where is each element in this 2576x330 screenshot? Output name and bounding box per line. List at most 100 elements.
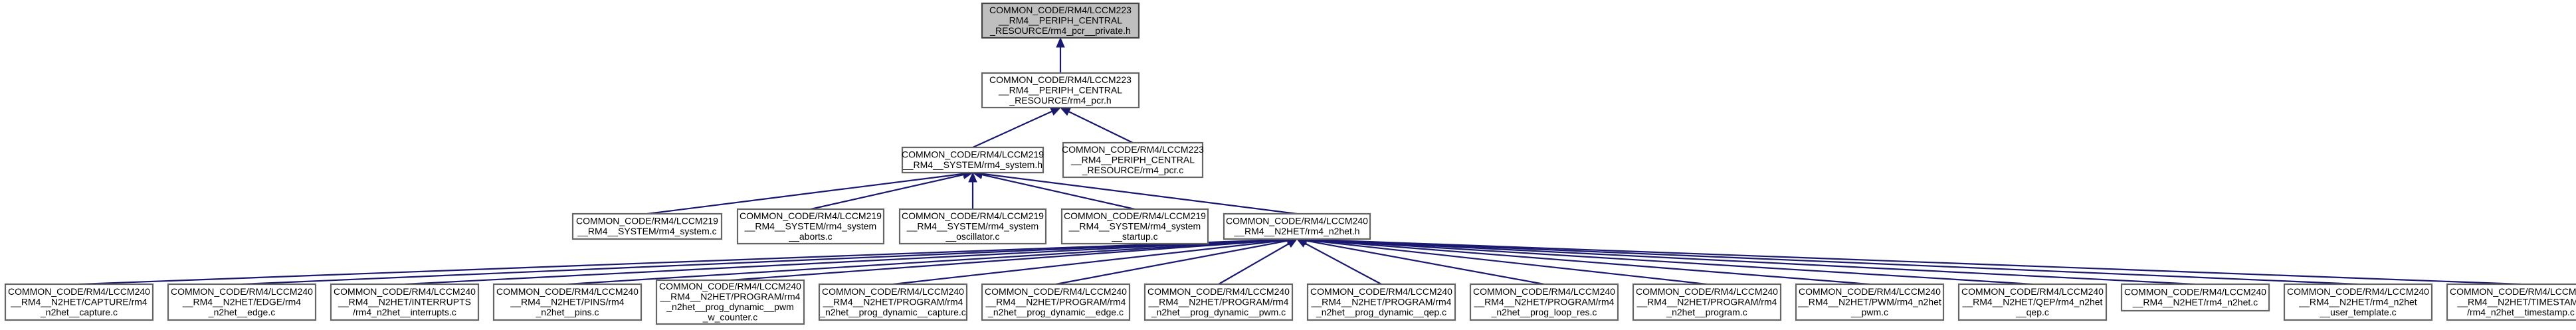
node-label-line: __RM4__N2HET/PROGRAM/rm4 <box>1474 296 1615 307</box>
file-node[interactable]: COMMON_CODE/RM4/LCCM240__RM4__N2HET/PWM/… <box>1795 283 1945 321</box>
node-label-line: __RM4__SYSTEM/rm4_system.c <box>577 226 716 236</box>
edge-line <box>1306 238 2033 286</box>
file-node[interactable]: COMMON_CODE/RM4/LCCM219__RM4__SYSTEM/rm4… <box>736 208 885 245</box>
node-label-line: _w_counter.c <box>702 312 758 323</box>
file-node[interactable]: COMMON_CODE/RM4/LCCM240__RM4__N2HET/PROG… <box>981 283 1131 321</box>
arrow-head-icon <box>1059 107 1071 116</box>
node-label-line: COMMON_CODE/RM4/LCCM240 <box>1226 216 1368 226</box>
file-node[interactable]: COMMON_CODE/RM4/LCCM240__RM4__N2HET/TIME… <box>2446 283 2576 321</box>
file-node[interactable]: COMMON_CODE/RM4/LCCM240__RM4__N2HET/PROG… <box>1469 283 1619 321</box>
node-label-line: __RM4__SYSTEM/rm4_system.h <box>902 159 1042 170</box>
node-label-line: COMMON_CODE/RM4/LCCM240 <box>2287 286 2429 297</box>
edge-l14-to-n8 <box>1296 234 2359 286</box>
edge-line <box>567 238 1288 286</box>
node-box <box>981 72 1140 109</box>
edge-line <box>1306 239 1708 286</box>
file-node[interactable]: COMMON_CODE/RM4/LCCM223__RM4__PERIPH_CEN… <box>1062 141 1204 179</box>
file-node[interactable]: COMMON_CODE/RM4/LCCM240__RM4__N2HET/rm4_… <box>2283 283 2433 321</box>
node-label-line: COMMON_CODE/RM4/LCCM240 <box>1310 286 1452 297</box>
node-label-line: _n2het__prog_dynamic__capture.c <box>819 307 966 317</box>
edge-line <box>1306 238 2196 286</box>
file-node[interactable]: COMMON_CODE/RM4/LCCM240__RM4__N2HET/PROG… <box>1632 283 1782 321</box>
node-label-line: __RM4__N2HET/QEP/rm4_n2het <box>1962 296 2103 307</box>
file-node[interactable]: COMMON_CODE/RM4/LCCM219__RM4__SYSTEM/rm4… <box>1060 208 1209 245</box>
file-node[interactable]: COMMON_CODE/RM4/LCCM240__RM4__N2HET/rm4_… <box>1223 212 1371 240</box>
node-label-line: COMMON_CODE/RM4/LCCM240 <box>985 286 1127 297</box>
node-box <box>736 208 885 245</box>
node-label-line: __RM4__SYSTEM/rm4_system <box>744 220 876 231</box>
edge-line <box>981 173 1298 215</box>
node-label-line: __RM4__N2HET/PWM/rm4_n2het <box>1797 296 1941 307</box>
file-node[interactable]: COMMON_CODE/RM4/LCCM240__RM4__N2HET/INTE… <box>330 283 480 321</box>
file-node[interactable]: COMMON_CODE/RM4/LCCM240__RM4__N2HET/PROG… <box>818 283 968 321</box>
node-label-line: COMMON_CODE/RM4/LCCM240 <box>1147 286 1290 297</box>
edge-l8-to-n8 <box>1296 238 1382 285</box>
edge-line <box>892 239 1288 286</box>
node-label-line: COMMON_CODE/RM4/LCCM240 <box>1799 286 1941 297</box>
node-label-line: __RM4__N2HET/PROGRAM/rm4 <box>823 296 963 307</box>
edge-line <box>1306 239 1870 286</box>
node-box <box>1306 283 1456 321</box>
node-label-line: __RM4__N2HET/PROGRAM/rm4 <box>1636 296 1777 307</box>
node-label-line: _n2het__prog_dynamic__pwm.c <box>1151 307 1286 317</box>
node-label-line: _RESOURCE/rm4_pcr.h <box>1009 95 1111 106</box>
node-box <box>167 283 317 321</box>
node-label-line: COMMON_CODE/RM4/LCCM219 <box>740 210 882 221</box>
file-node[interactable]: COMMON_CODE/RM4/LCCM240__RM4__N2HET/PROG… <box>1306 283 1456 321</box>
node-label-line: _n2het__prog_dynamic__edge.c <box>987 307 1124 317</box>
node-box <box>818 283 968 321</box>
node-box <box>1060 208 1209 245</box>
node-label-line: __pwm.c <box>1850 307 1888 317</box>
node-label-line: __qep.c <box>2015 307 2049 317</box>
node-label-line: __RM4__N2HET/CAPTURE/rm4 <box>10 296 148 307</box>
node-label-line: _n2het__program.c <box>1666 307 1747 317</box>
node-label-line: _n2het__prog_loop_res.c <box>1491 307 1597 317</box>
node-box <box>1632 283 1782 321</box>
root-file-node: COMMON_CODE/RM4/LCCM223__RM4__PERIPH_CEN… <box>981 2 1140 39</box>
node-box <box>981 283 1131 321</box>
node-box <box>1223 212 1371 240</box>
node-label-line: _n2het__capture.c <box>40 307 118 317</box>
file-node[interactable]: COMMON_CODE/RM4/LCCM219__RM4__SYSTEM/rm4… <box>571 212 723 240</box>
node-label-line: __aborts.c <box>788 231 832 242</box>
node-label-line: __RM4__SYSTEM/rm4_system <box>906 220 1039 231</box>
node-label-line: COMMON_CODE/RM4/LCCM223 <box>989 74 1132 85</box>
node-label-line: __RM4__N2HET/TIMESTAMP <box>2456 296 2576 307</box>
node-label-line: __RM4__PERIPH_CENTRAL <box>998 84 1122 95</box>
node-label-line: _n2het__prog_dynamic__qep.c <box>1316 307 1446 317</box>
node-box <box>898 208 1047 245</box>
node-label-line: __RM4__N2HET/rm4_n2het.h <box>1233 226 1359 236</box>
edge-line <box>78 238 1288 286</box>
edge-n4-to-n2 <box>646 169 974 215</box>
node-label-line: _n2het__edge.c <box>208 307 275 317</box>
file-node[interactable]: COMMON_CODE/RM4/LCCM240__RM4__N2HET/PROG… <box>655 279 805 325</box>
edge-line <box>404 238 1288 286</box>
node-label-line: _n2het__pins.c <box>536 307 599 317</box>
file-node[interactable]: COMMON_CODE/RM4/LCCM223__RM4__PERIPH_CEN… <box>981 72 1140 109</box>
file-node[interactable]: COMMON_CODE/RM4/LCCM240__RM4__N2HET/EDGE… <box>167 283 317 321</box>
file-node[interactable]: COMMON_CODE/RM4/LCCM240__RM4__N2HET/CAPT… <box>4 283 154 321</box>
node-label-line: COMMON_CODE/RM4/LCCM240 <box>1961 286 2104 297</box>
node-label-line: /rm4_n2het__interrupts.c <box>353 307 456 317</box>
node-box <box>981 2 1140 39</box>
file-node[interactable]: COMMON_CODE/RM4/LCCM240__RM4__N2HET/PINS… <box>492 283 643 321</box>
node-label-line: __RM4__N2HET/PINS/rm4 <box>510 296 624 307</box>
file-node[interactable]: COMMON_CODE/RM4/LCCM240__RM4__N2HET/PROG… <box>1143 283 1294 321</box>
arrow-head-icon <box>1286 238 1298 248</box>
edge-line <box>730 238 1288 282</box>
file-node[interactable]: COMMON_CODE/RM4/LCCM219__RM4__SYSTEM/rm4… <box>898 208 1047 245</box>
node-label-line: __oscillator.c <box>945 231 1000 242</box>
node-label-line: __RM4__N2HET/PROGRAM/rm4 <box>1311 296 1452 307</box>
edge-line <box>981 174 1136 210</box>
file-node[interactable]: COMMON_CODE/RM4/LCCM240__RM4__N2HET/rm4_… <box>2120 283 2270 312</box>
node-label-line: __startup.c <box>1111 231 1157 242</box>
file-node[interactable]: COMMON_CODE/RM4/LCCM219__RM4__SYSTEM/rm4… <box>901 146 1044 174</box>
file-node[interactable]: COMMON_CODE/RM4/LCCM240__RM4__N2HET/QEP/… <box>1957 283 2108 321</box>
node-label-line: COMMON_CODE/RM4/LCCM240 <box>2124 287 2266 297</box>
edge-n2-to-n1 <box>972 107 1062 149</box>
node-label-line: __RM4__N2HET/rm4_n2het.c <box>2132 297 2258 307</box>
edge-line <box>1055 240 1288 286</box>
edges-layer <box>78 37 2522 286</box>
edge-line <box>1068 111 1134 143</box>
